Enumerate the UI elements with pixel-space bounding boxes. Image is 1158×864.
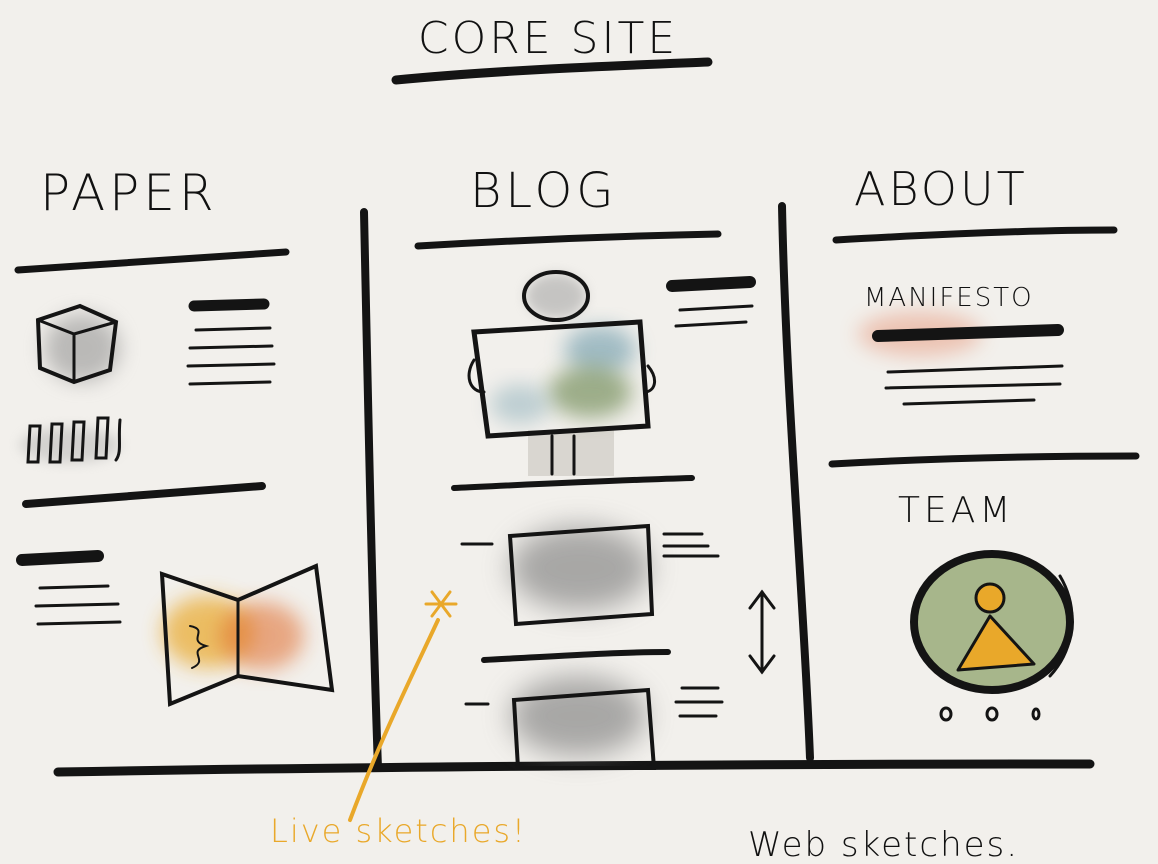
site-title: CORE SITE: [418, 13, 678, 64]
manifesto-label: MANIFESTO: [864, 283, 1034, 313]
paper-text-block-2: [16, 550, 122, 626]
live-sketch-annotation: Live sketches!: [270, 590, 527, 850]
blog-heading-rule: [414, 230, 722, 250]
divider-right: [778, 202, 814, 762]
paper-section-rule: [22, 482, 266, 508]
manifesto-text: [872, 324, 1064, 406]
team-avatar-icon: [910, 550, 1074, 694]
open-book-icon: [159, 563, 335, 707]
paper-heading-rule: [14, 248, 290, 274]
title-underline: [391, 57, 713, 85]
baseline-rule: [53, 759, 1095, 777]
sparkle-icon: [424, 590, 458, 618]
featured-post-illustration: [467, 270, 656, 476]
team-label: TEAM: [898, 490, 1014, 531]
blog-heading: BLOG: [470, 163, 617, 219]
blog-column: BLOG: [414, 163, 776, 770]
carousel-dots-icon: [939, 706, 1041, 722]
live-sketches-label: Live sketches!: [270, 812, 527, 850]
blog-post-1: [460, 523, 720, 627]
blog-post-rule-2: [481, 649, 671, 663]
paper-heading: PAPER: [40, 164, 218, 222]
about-heading-rule: [832, 226, 1118, 244]
about-column: ABOUT MANIFESTO TEAM: [828, 162, 1140, 722]
scroll-arrow-icon: [748, 589, 776, 675]
pencils-icon: [20, 416, 122, 464]
about-section-rule: [828, 452, 1140, 468]
blog-featured-text: [666, 276, 756, 328]
paper-column: PAPER: [14, 164, 335, 707]
cube-icon: [35, 303, 120, 385]
blog-post-rule-1: [451, 475, 695, 491]
footer-caption: Web sketches.: [748, 825, 1019, 864]
blog-post-2: [464, 676, 724, 770]
about-heading: ABOUT: [854, 162, 1028, 216]
divider-left: [360, 208, 382, 772]
paper-text-block-1: [186, 298, 276, 386]
